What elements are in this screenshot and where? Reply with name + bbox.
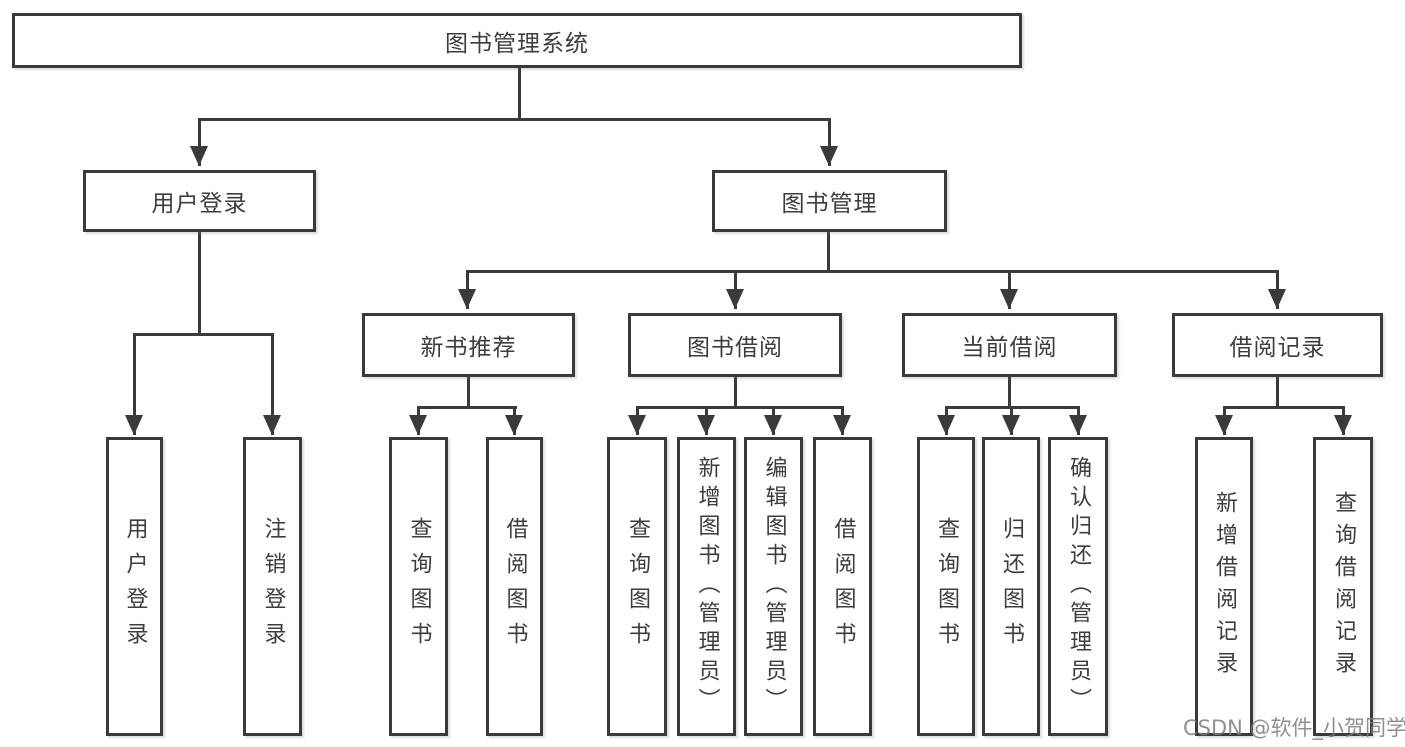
leaf-bb-edit-books-admin: 编辑图书（管理员） — [744, 437, 803, 736]
connector-line — [1008, 377, 1011, 409]
connector-line — [734, 377, 737, 409]
node-borrow-records-label: 借阅记录 — [1229, 335, 1326, 361]
node-root: 图书管理系统 — [12, 13, 1022, 68]
node-book-borrowing-label: 图书借阅 — [687, 335, 783, 361]
leaf-bb-query-books: 查询图书 — [607, 437, 667, 736]
arrow-down-icon — [458, 289, 476, 309]
node-new-book-recommend: 新书推荐 — [362, 313, 575, 377]
leaf-cb-query-books: 查询图书 — [917, 437, 975, 736]
arrow-down-icon — [190, 146, 208, 166]
arrow-down-icon — [1002, 415, 1020, 435]
arrow-down-icon — [726, 289, 744, 309]
leaf-logout-label: 注销登录 — [260, 516, 286, 657]
leaf-bb-borrow-books: 借阅图书 — [813, 437, 872, 736]
leaf-cb-return-books-label: 归还图书 — [999, 516, 1024, 657]
connector-line — [467, 377, 470, 409]
leaf-br-query-record-label: 查询借阅记录 — [1331, 490, 1356, 683]
connector-line — [417, 406, 517, 409]
arrow-down-icon — [1215, 415, 1233, 435]
arrow-down-icon — [764, 415, 782, 435]
leaf-bb-borrow-books-label: 借阅图书 — [830, 516, 856, 657]
leaf-br-add-record-label: 新增借阅记录 — [1212, 490, 1237, 683]
connector-line — [518, 68, 521, 120]
node-user-login: 用户登录 — [83, 170, 316, 232]
connector-line — [466, 270, 1279, 273]
leaf-bb-add-books-admin: 新增图书（管理员） — [677, 437, 736, 736]
arrow-down-icon — [697, 415, 715, 435]
leaf-nb-query-books: 查询图书 — [389, 437, 448, 736]
connector-line — [133, 333, 274, 336]
leaf-user-login: 用户登录 — [106, 437, 163, 736]
leaf-nb-borrow-books: 借阅图书 — [486, 437, 543, 736]
arrow-down-icon — [505, 415, 523, 435]
leaf-br-query-record: 查询借阅记录 — [1313, 437, 1373, 736]
connector-line — [1223, 406, 1345, 409]
leaf-logout: 注销登录 — [243, 437, 302, 736]
arrow-down-icon — [1000, 289, 1018, 309]
arrow-down-icon — [1334, 415, 1352, 435]
leaf-br-add-record: 新增借阅记录 — [1195, 437, 1253, 736]
node-borrow-records: 借阅记录 — [1172, 313, 1383, 377]
connector-line — [1276, 377, 1279, 409]
leaf-user-login-label: 用户登录 — [122, 516, 148, 657]
node-book-management: 图书管理 — [712, 170, 947, 232]
node-user-login-label: 用户登录 — [151, 191, 248, 217]
arrow-down-icon — [628, 415, 646, 435]
arrow-down-icon — [1268, 289, 1286, 309]
arrow-down-icon — [820, 146, 838, 166]
arrow-down-icon — [1069, 415, 1087, 435]
leaf-nb-borrow-books-label: 借阅图书 — [502, 516, 528, 657]
leaf-cb-query-books-label: 查询图书 — [934, 516, 959, 657]
connector-line — [271, 333, 274, 435]
arrow-down-icon — [409, 415, 427, 435]
arrow-down-icon — [263, 415, 281, 435]
node-current-borrowing: 当前借阅 — [902, 313, 1117, 377]
connector-line — [828, 118, 831, 166]
leaf-bb-edit-books-admin-label: 编辑图书（管理员） — [761, 456, 787, 717]
leaf-bb-query-books-label: 查询图书 — [625, 516, 650, 657]
node-new-book-recommend-label: 新书推荐 — [420, 335, 517, 361]
connector-line — [636, 406, 844, 409]
node-book-management-label: 图书管理 — [781, 191, 878, 217]
arrow-down-icon — [937, 415, 955, 435]
connector-line — [198, 232, 201, 336]
leaf-cb-return-books: 归还图书 — [982, 437, 1040, 736]
leaf-cb-confirm-return-admin: 确认归还（管理员） — [1048, 437, 1108, 736]
csdn-watermark: CSDN @软件_小贺同学 — [1183, 716, 1405, 740]
leaf-bb-add-books-admin-label: 新增图书（管理员） — [694, 456, 720, 717]
leaf-nb-query-books-label: 查询图书 — [406, 516, 432, 657]
node-current-borrowing-label: 当前借阅 — [961, 335, 1058, 361]
arrow-down-icon — [833, 415, 851, 435]
node-book-borrowing: 图书借阅 — [628, 313, 842, 377]
arrow-down-icon — [125, 415, 143, 435]
connector-line — [827, 232, 830, 273]
connector-line — [198, 118, 831, 121]
node-root-label: 图书管理系统 — [445, 30, 589, 57]
connector-line — [133, 333, 136, 435]
connector-line — [198, 118, 201, 166]
leaf-cb-confirm-return-admin-label: 确认归还（管理员） — [1066, 456, 1091, 717]
